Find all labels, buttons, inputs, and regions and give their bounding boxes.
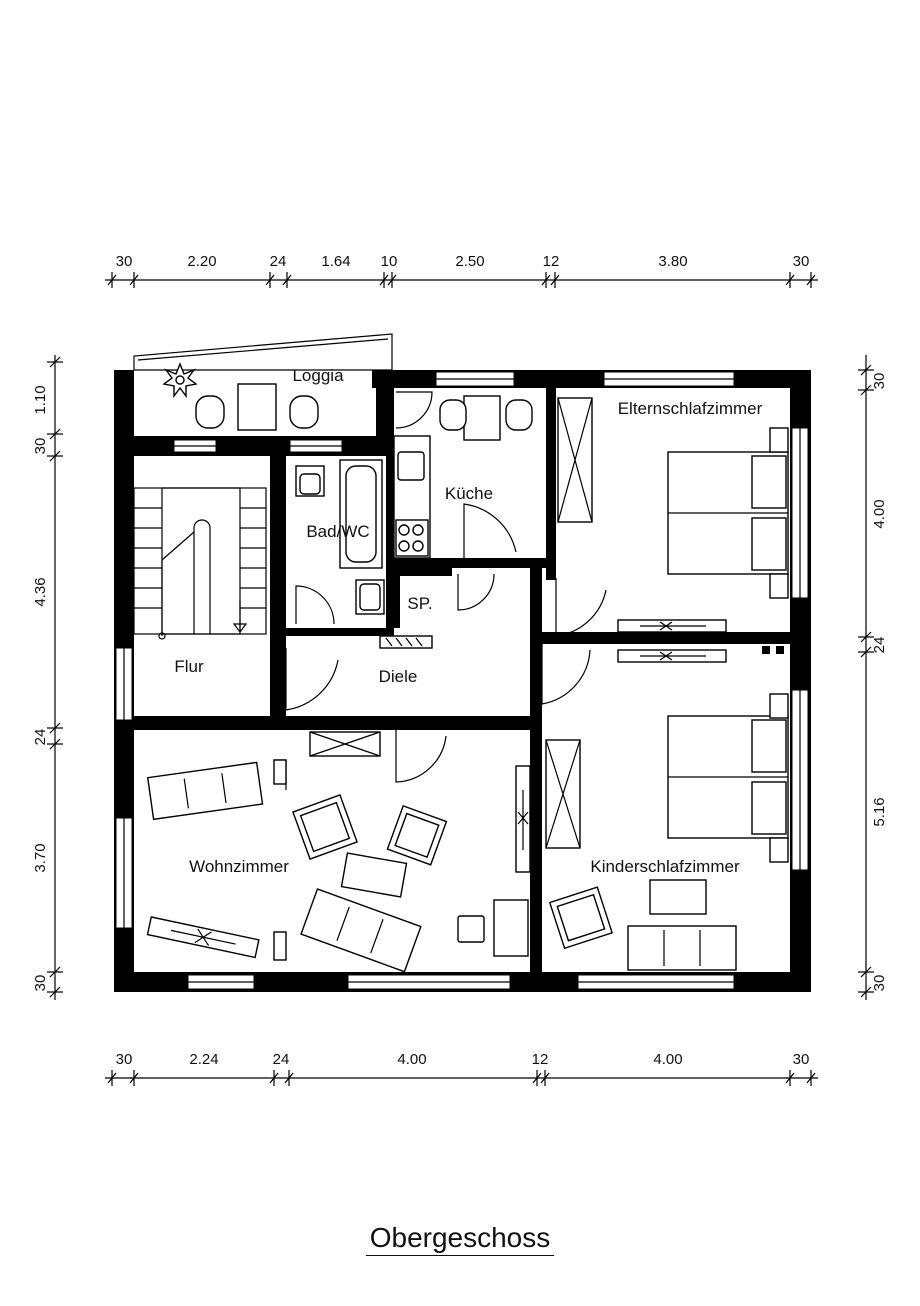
kitchen-fixtures [393, 395, 533, 559]
dim-right-1: 4.00 [871, 499, 888, 528]
room-label-wohn: Wohnzimmer [189, 857, 289, 876]
staircase [133, 487, 267, 640]
room-label-loggia: Loggia [292, 366, 344, 385]
hall-furniture [379, 635, 433, 649]
parents-bedroom-furniture [557, 397, 789, 654]
dim-top-4: 10 [381, 253, 398, 270]
dim-top-2: 24 [270, 253, 287, 270]
dim-bottom-6: 30 [793, 1051, 810, 1068]
dim-right-0: 30 [871, 373, 888, 390]
dim-top-3: 1.64 [321, 253, 350, 270]
dim-right-3: 5.16 [871, 797, 888, 826]
room-label-diele: Diele [379, 667, 418, 686]
dim-right-4: 30 [871, 975, 888, 992]
dim-left-3: 24 [32, 729, 49, 746]
dim-left-5: 30 [32, 975, 49, 992]
dim-top-8: 30 [793, 253, 810, 270]
dim-bottom-1: 2.24 [189, 1051, 218, 1068]
dim-left-1: 30 [32, 438, 49, 455]
dim-top-1: 2.20 [187, 253, 216, 270]
kids-bedroom-furniture [545, 649, 789, 971]
room-label-bad: Bad/WC [306, 522, 369, 541]
dim-top-5: 2.50 [455, 253, 484, 270]
room-label-flur: Flur [174, 657, 204, 676]
dimension-left: 1.10 30 4.36 24 3.70 30 [32, 355, 63, 1000]
plant-icon [162, 362, 198, 399]
room-label-sp: SP. [407, 594, 432, 613]
dim-bottom-2: 24 [273, 1051, 290, 1068]
dim-left-4: 3.70 [32, 843, 49, 872]
loggia-table [195, 383, 319, 431]
dim-bottom-4: 12 [532, 1051, 549, 1068]
bathroom-fixtures [295, 459, 385, 615]
living-room-furniture [146, 731, 531, 973]
dim-bottom-3: 4.00 [397, 1051, 426, 1068]
windows [115, 371, 809, 990]
room-label-eltern: Elternschlafzimmer [618, 399, 763, 418]
floor-caption-text: Obergeschoss [365, 1222, 555, 1256]
dim-left-0: 1.10 [32, 385, 49, 414]
dimension-top: 30 2.20 24 1.64 10 2.50 12 3.80 30 [105, 253, 818, 288]
dimension-right: 30 4.00 24 5.16 30 [858, 355, 888, 1000]
floor-caption: Obergeschoss [0, 1222, 920, 1256]
room-label-kueche: Küche [445, 484, 493, 503]
dim-top-6: 12 [543, 253, 560, 270]
dim-left-2: 4.36 [32, 577, 49, 606]
dim-right-2: 24 [871, 637, 888, 654]
loggia-balcony [133, 333, 393, 431]
dim-bottom-0: 30 [116, 1051, 133, 1068]
dim-bottom-5: 4.00 [653, 1051, 682, 1068]
dimension-bottom: 30 2.24 24 4.00 12 4.00 30 [105, 1051, 818, 1086]
dim-top-0: 30 [116, 253, 133, 270]
dim-top-7: 3.80 [658, 253, 687, 270]
room-label-kinder: Kinderschlafzimmer [590, 857, 740, 876]
